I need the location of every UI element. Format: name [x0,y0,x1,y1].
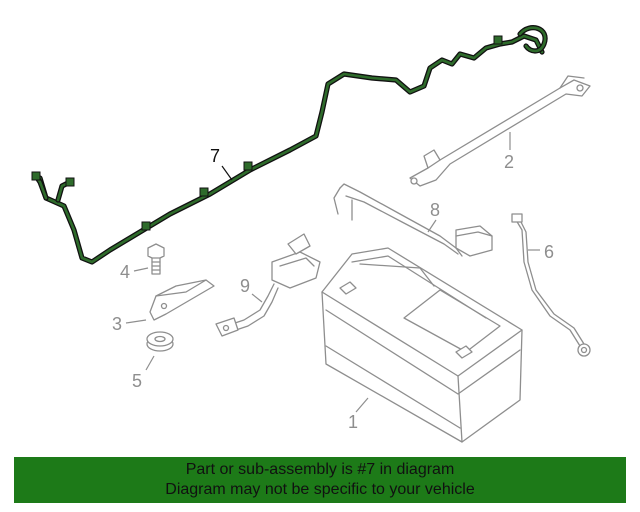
callout-7: 7 [210,146,233,181]
svg-text:2: 2 [504,152,514,172]
grommet-part-5[interactable] [146,331,174,352]
bolt-part-4[interactable] [147,243,165,275]
callout-9: 9 [240,276,263,303]
callout-3: 3 [112,314,147,334]
notice-banner: Part or sub-assembly is #7 in diagram Di… [14,457,626,503]
sensor-cable-part-6[interactable] [511,213,591,357]
callout-5: 5 [132,355,155,391]
callout-2: 2 [504,132,514,172]
wiring-harness-part-7[interactable] [31,25,548,265]
parts-diagram: 1 2 3 4 5 6 7 8 9 [31,25,591,443]
svg-text:7: 7 [210,146,220,166]
svg-text:9: 9 [240,276,250,296]
svg-text:4: 4 [120,262,130,282]
svg-text:6: 6 [544,242,554,262]
battery-part-1[interactable] [321,247,523,443]
hold-down-strap-part-2[interactable] [409,75,591,187]
svg-text:8: 8 [430,200,440,220]
callout-8: 8 [427,200,440,233]
terminal-cable-part-9[interactable] [215,233,321,337]
svg-text:3: 3 [112,314,122,334]
svg-text:5: 5 [132,371,142,391]
callout-1: 1 [348,397,369,432]
svg-text:1: 1 [348,412,358,432]
banner-line-disclaimer: Diagram may not be specific to your vehi… [165,481,475,498]
callout-6: 6 [528,242,554,262]
callout-4: 4 [120,262,149,282]
banner-line-part-number: Part or sub-assembly is #7 in diagram [185,461,455,478]
bracket-part-3[interactable] [149,279,215,321]
cable-part-8[interactable] [333,183,493,257]
